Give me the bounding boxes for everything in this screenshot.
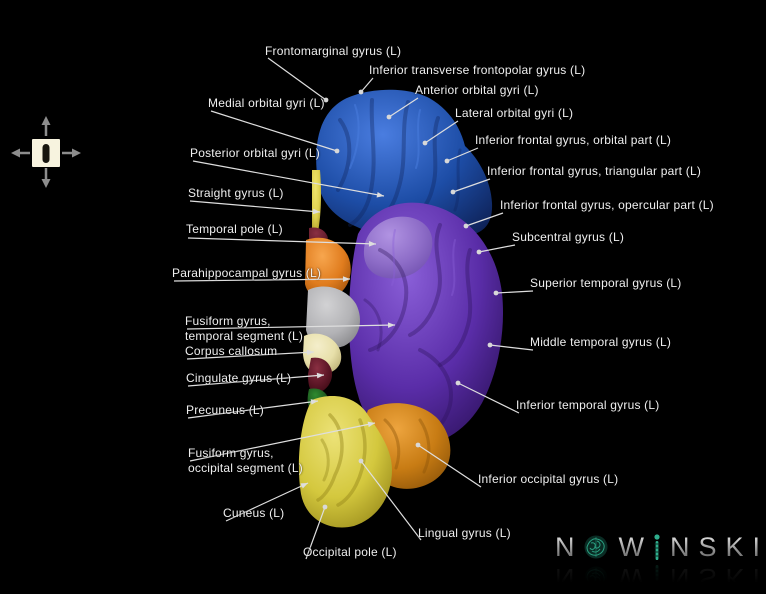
- region-temporal-pole[interactable]: [363, 216, 433, 279]
- logo-letter: I: [752, 532, 760, 562]
- region-parahippocampal[interactable]: [305, 237, 351, 299]
- logo-letter: N: [669, 532, 690, 562]
- logo-letter: W: [618, 563, 644, 593]
- logo-letter: I: [752, 563, 760, 593]
- spine-i-icon: [654, 565, 660, 592]
- rotate-up-arrow[interactable]: [41, 116, 51, 136]
- logo-letter: N: [554, 532, 575, 562]
- rotate-left-arrow[interactable]: [11, 148, 30, 158]
- logo-letter: S: [698, 532, 717, 562]
- orientation-widget: [11, 116, 81, 188]
- rotate-right-arrow[interactable]: [62, 148, 81, 158]
- spine-i-icon: [654, 533, 660, 560]
- brain-o-icon: [584, 566, 608, 590]
- hemisphere-glyph: [42, 144, 50, 163]
- region-straight-gyrus[interactable]: [312, 170, 322, 232]
- logo-letter: K: [725, 532, 744, 562]
- rotate-down-arrow[interactable]: [41, 168, 51, 188]
- logo-letter: W: [618, 532, 644, 562]
- brain-o-icon: [584, 535, 608, 559]
- logo-letter: N: [554, 563, 575, 593]
- logo-letter: K: [725, 563, 744, 593]
- logo-letter: N: [669, 563, 690, 593]
- logo-letter: S: [698, 563, 717, 593]
- region-gray-structure[interactable]: [306, 286, 360, 349]
